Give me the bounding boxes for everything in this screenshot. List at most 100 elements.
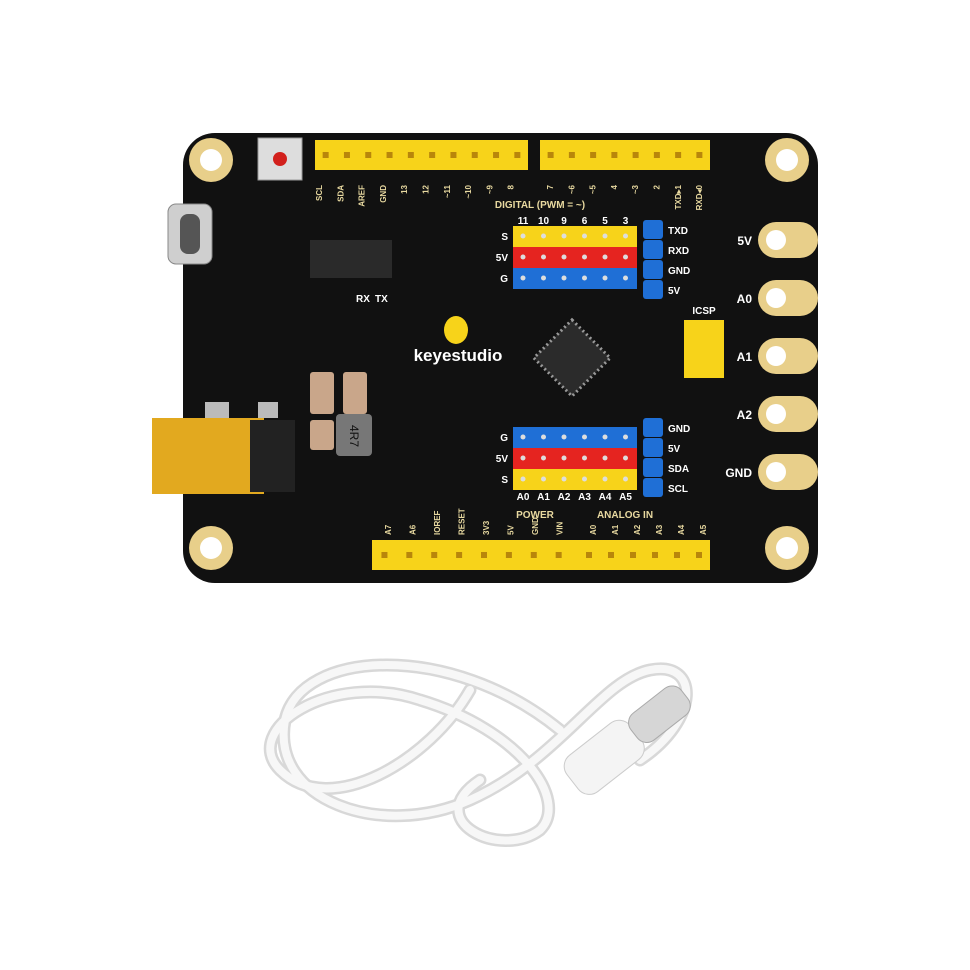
header-socket (365, 152, 372, 158)
pin (582, 434, 587, 440)
pin-label: ~11 (443, 184, 452, 198)
header-socket (514, 152, 521, 158)
female-header (315, 140, 528, 170)
mcu-chip (531, 317, 613, 399)
side-pin-label: RXD (668, 246, 689, 257)
header-socket (586, 552, 592, 558)
edge-pad-hole (766, 288, 786, 308)
pin (561, 254, 567, 260)
pin (602, 476, 608, 482)
header-socket (590, 152, 597, 158)
pin-label: 7 (546, 184, 555, 189)
pin-label: A2 (633, 524, 642, 535)
mounting-hole-center (776, 537, 798, 559)
pin-label: ~3 (631, 184, 640, 194)
side-pin-label: 5V (668, 286, 681, 297)
col-label: A1 (537, 492, 550, 503)
pin (561, 476, 567, 482)
col-label: 11 (518, 216, 529, 227)
mounting-hole-center (200, 149, 222, 171)
icsp-header (684, 320, 724, 378)
usb-cable (263, 658, 693, 847)
mounting-hole-center (776, 149, 798, 171)
rx-label: RX (356, 294, 370, 305)
header-socket (652, 552, 658, 558)
svg-text:keyestudio: keyestudio (414, 346, 503, 365)
header-socket (407, 152, 414, 158)
row-label: S (501, 232, 508, 243)
edge-pad-hole (766, 462, 786, 482)
header-socket (386, 152, 393, 158)
pin (541, 233, 546, 239)
icsp-label: ICSP (692, 306, 716, 317)
usb-serial-chip (310, 240, 392, 278)
header-socket (630, 552, 636, 558)
row-label: G (500, 433, 508, 444)
side-pin (643, 478, 663, 497)
pin-label: A5 (699, 524, 708, 535)
pin-row (513, 448, 637, 469)
female-header (540, 140, 710, 170)
pin (602, 233, 608, 239)
pin-label: A1 (611, 524, 620, 535)
side-pin-label: 5V (668, 444, 681, 455)
pin-label: A4 (677, 524, 686, 535)
pin (541, 254, 546, 260)
pin-label: GND (379, 185, 388, 203)
header-socket (632, 152, 639, 158)
header-socket (381, 552, 388, 558)
pin (602, 275, 608, 281)
pin-label: 5V (507, 525, 516, 535)
col-label: 3 (623, 216, 629, 227)
header-socket (568, 152, 575, 158)
pin (541, 434, 546, 440)
header-socket (653, 152, 660, 158)
header-socket (481, 552, 487, 558)
pin (582, 275, 587, 281)
pin (561, 434, 567, 440)
pin-label: A0 (589, 524, 598, 535)
col-label: 9 (561, 216, 567, 227)
pin-label: 3V3 (482, 520, 491, 535)
pin (582, 233, 587, 239)
edge-pad-hole (766, 346, 786, 366)
pin (602, 254, 608, 260)
header-socket (406, 552, 413, 558)
pin (520, 233, 526, 239)
col-label: 6 (582, 216, 588, 227)
edge-pad-hole (766, 230, 786, 250)
edge-pad-label: A1 (737, 350, 753, 364)
row-label: 5V (496, 454, 509, 465)
header-socket (429, 152, 436, 158)
pin-row (513, 427, 637, 448)
pin-label: A7 (384, 524, 393, 535)
header-socket (530, 552, 537, 558)
side-pin-label: SCL (668, 484, 688, 495)
pin-label: A6 (409, 524, 418, 535)
pin (561, 233, 567, 239)
header-socket (555, 552, 562, 558)
edge-pad-label: A2 (737, 408, 753, 422)
pin-label: IOREF (433, 510, 442, 535)
col-label: A4 (599, 492, 612, 503)
power-title: POWER (516, 510, 555, 521)
header-socket (431, 552, 438, 558)
header-socket (547, 152, 554, 158)
mounting-holes (189, 138, 809, 570)
pin-row (513, 247, 637, 268)
header-socket (675, 152, 682, 158)
pin-label: 12 (422, 184, 431, 193)
header-socket (674, 552, 680, 558)
components: 4R7 ICSP RX TX keyestudio (152, 137, 724, 494)
pin (541, 275, 546, 281)
pin-label: VIN (556, 521, 565, 535)
side-pin (643, 458, 663, 477)
side-pin-label: TXD (668, 226, 688, 237)
header-socket (696, 552, 702, 558)
pin (623, 275, 628, 281)
digital-title: DIGITAL (PWM = ~) (495, 200, 585, 211)
col-label: 5 (602, 216, 608, 227)
edge-pad-label: GND (725, 466, 752, 480)
